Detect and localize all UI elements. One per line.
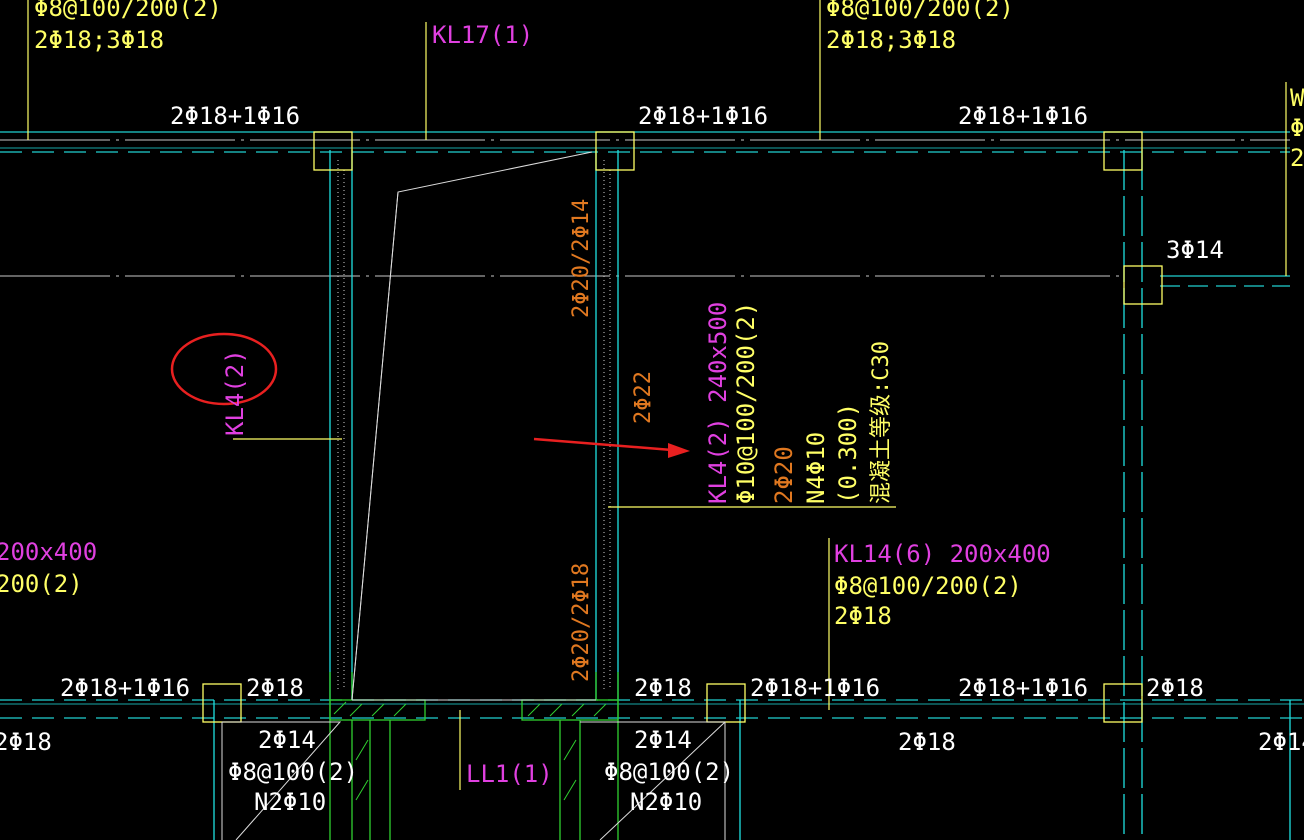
top-mid-bars-label: 2Φ18;3Φ18 [826,26,956,54]
red-arrow-head [668,443,690,458]
bottom-left-edge-label: 2Φ18 [0,728,52,756]
kl4-elevation-label: (0.300) [834,403,862,504]
left-size-label: 200x400 [0,538,97,566]
top-left-stirrup-label: Φ8@100/200(2) [34,0,222,22]
top-beam-rebar-3: 2Φ18+1Φ16 [958,102,1088,130]
red-annotation [170,332,690,458]
bottom-2phi18-a: 2Φ18 [246,674,304,702]
top-beam [0,131,1290,153]
top-beam-rebar-2: 2Φ18+1Φ16 [638,102,768,130]
left-stirrup-label: 200(2) [0,570,83,598]
vertical-lines [213,150,1291,840]
kl4-n-label: N4Φ10 [802,432,830,504]
bottom-2phi14-b: 2Φ14 [634,726,692,754]
wall-hatch [337,160,611,690]
top-right-2: 2 [1290,144,1304,172]
top-right-phi: Φ [1290,114,1304,142]
kl4-stirrup-label: Φ10@100/200(2) [732,302,760,504]
axis-lines [0,139,1290,277]
bottom-beam-rebar-3: 2Φ18+1Φ16 [958,674,1088,702]
right-3phi14-label: 3Φ14 [1166,236,1224,264]
columns [202,131,1163,723]
white-outlines [221,151,726,840]
top-beam-rebar-1: 2Φ18+1Φ16 [170,102,300,130]
bottom-beam-rebar-2: 2Φ18+1Φ16 [750,674,880,702]
top-mid-stirrup-label: Φ8@100/200(2) [826,0,1014,22]
bottom-2phi14-a: 2Φ14 [258,726,316,754]
kl17-label: KL17(1) [432,21,533,49]
bottom-2phi18-c: 2Φ18 [1146,674,1204,702]
leader-lines [27,0,1287,790]
bottom-n2-a: N2Φ10 [254,788,326,816]
vert-2phi22-label: 2Φ22 [631,371,656,424]
red-arrow-shaft [533,437,673,452]
bottom-beam-rebar-1: 2Φ18+1Φ16 [60,674,190,702]
bottom-stirrup-a: Φ8@100(2) [228,758,358,786]
top-right-w: W [1290,84,1304,112]
bottom-right-2phi14: 2Φ14 [1258,728,1304,756]
green-walls [329,672,619,840]
bottom-stirrup-b: Φ8@100(2) [604,758,734,786]
vert-2phi20-14-label: 2Φ20/2Φ14 [569,199,594,318]
labels: Φ8@100/200(2) 2Φ18;3Φ18 Φ8@100/200(2) 2Φ… [0,0,1304,816]
right-short-beam [1160,275,1290,287]
highlight-circle [170,332,278,406]
circled-kl4-label: KL4(2) [221,349,249,436]
green-hatch [333,701,607,801]
kl4-name-label: KL4(2) 240x500 [704,302,732,504]
top-left-bars-label: 2Φ18;3Φ18 [34,26,164,54]
bottom-n2-b: N2Φ10 [630,788,702,816]
kl4-concrete-label: 混凝土等级:C30 [869,341,894,504]
bottom-2phi18-b: 2Φ18 [634,674,692,702]
kl14-name-label: KL14(6) 200x400 [834,540,1051,568]
vert-2phi20-18-label: 2Φ20/2Φ18 [569,563,594,682]
kl14-stirrup-label: Φ8@100/200(2) [834,572,1022,600]
kl4-bars-label: 2Φ20 [770,446,798,504]
bottom-beam [0,699,1304,719]
ll1-label: LL1(1) [466,760,553,788]
kl14-bars-label: 2Φ18 [834,602,892,630]
bottom-2phi18-mid: 2Φ18 [898,728,956,756]
